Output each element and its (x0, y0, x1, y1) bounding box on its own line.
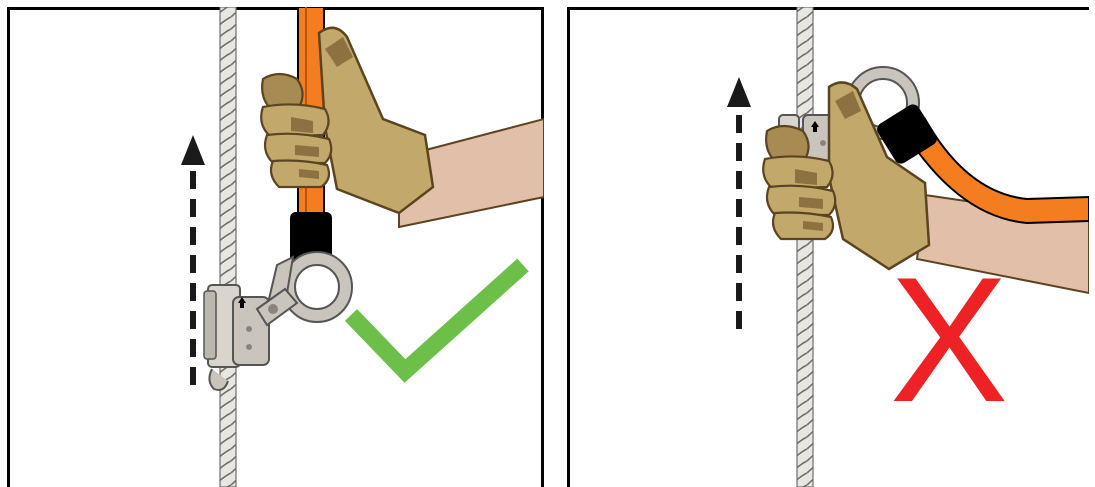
gloved-hand (260, 26, 435, 215)
connector-sleeve (877, 104, 937, 164)
rope-grab-device (203, 284, 299, 391)
snap-hook-ring (267, 251, 353, 323)
x-mark-icon: X (890, 240, 1009, 439)
direction-arrow-up (181, 135, 205, 385)
checkmark-icon (344, 258, 529, 383)
rope (796, 7, 814, 487)
connector-sleeve (290, 212, 332, 262)
panel-correct (7, 7, 544, 487)
panel-correct-illustration (7, 7, 544, 487)
gloved-hand (762, 81, 931, 271)
panel-incorrect: X (567, 7, 1089, 487)
rope (219, 7, 237, 487)
x-mark-letter: X (890, 240, 1009, 439)
panel-incorrect-illustration: X (567, 7, 1089, 487)
direction-arrow-up (727, 77, 751, 329)
